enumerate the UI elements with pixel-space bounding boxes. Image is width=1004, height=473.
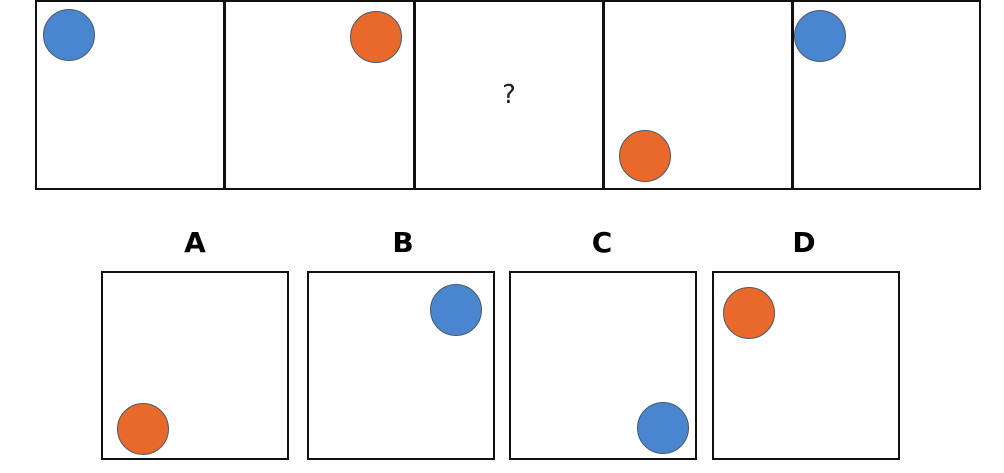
option-c-label: C [591,226,613,259]
blue-circle [43,9,95,61]
blue-circle [637,402,689,454]
orange-circle [619,130,671,182]
blue-circle [794,10,846,62]
orange-circle [723,287,775,339]
option-c[interactable] [509,271,697,460]
option-b-label: B [392,226,414,259]
option-a-label: A [184,226,206,259]
sequence-cell-2 [223,2,413,188]
sequence-strip: ? [35,0,981,190]
option-d-label: D [792,226,816,259]
sequence-cell-3-missing: ? [413,2,602,188]
option-a[interactable] [101,271,289,460]
sequence-cell-1 [37,2,223,188]
option-b[interactable] [307,271,495,460]
option-d[interactable] [712,271,900,460]
orange-circle [350,11,402,63]
orange-circle [117,403,169,455]
blue-circle [430,284,482,336]
sequence-cell-4 [602,2,791,188]
question-mark: ? [502,80,516,110]
sequence-cell-5 [791,2,979,188]
